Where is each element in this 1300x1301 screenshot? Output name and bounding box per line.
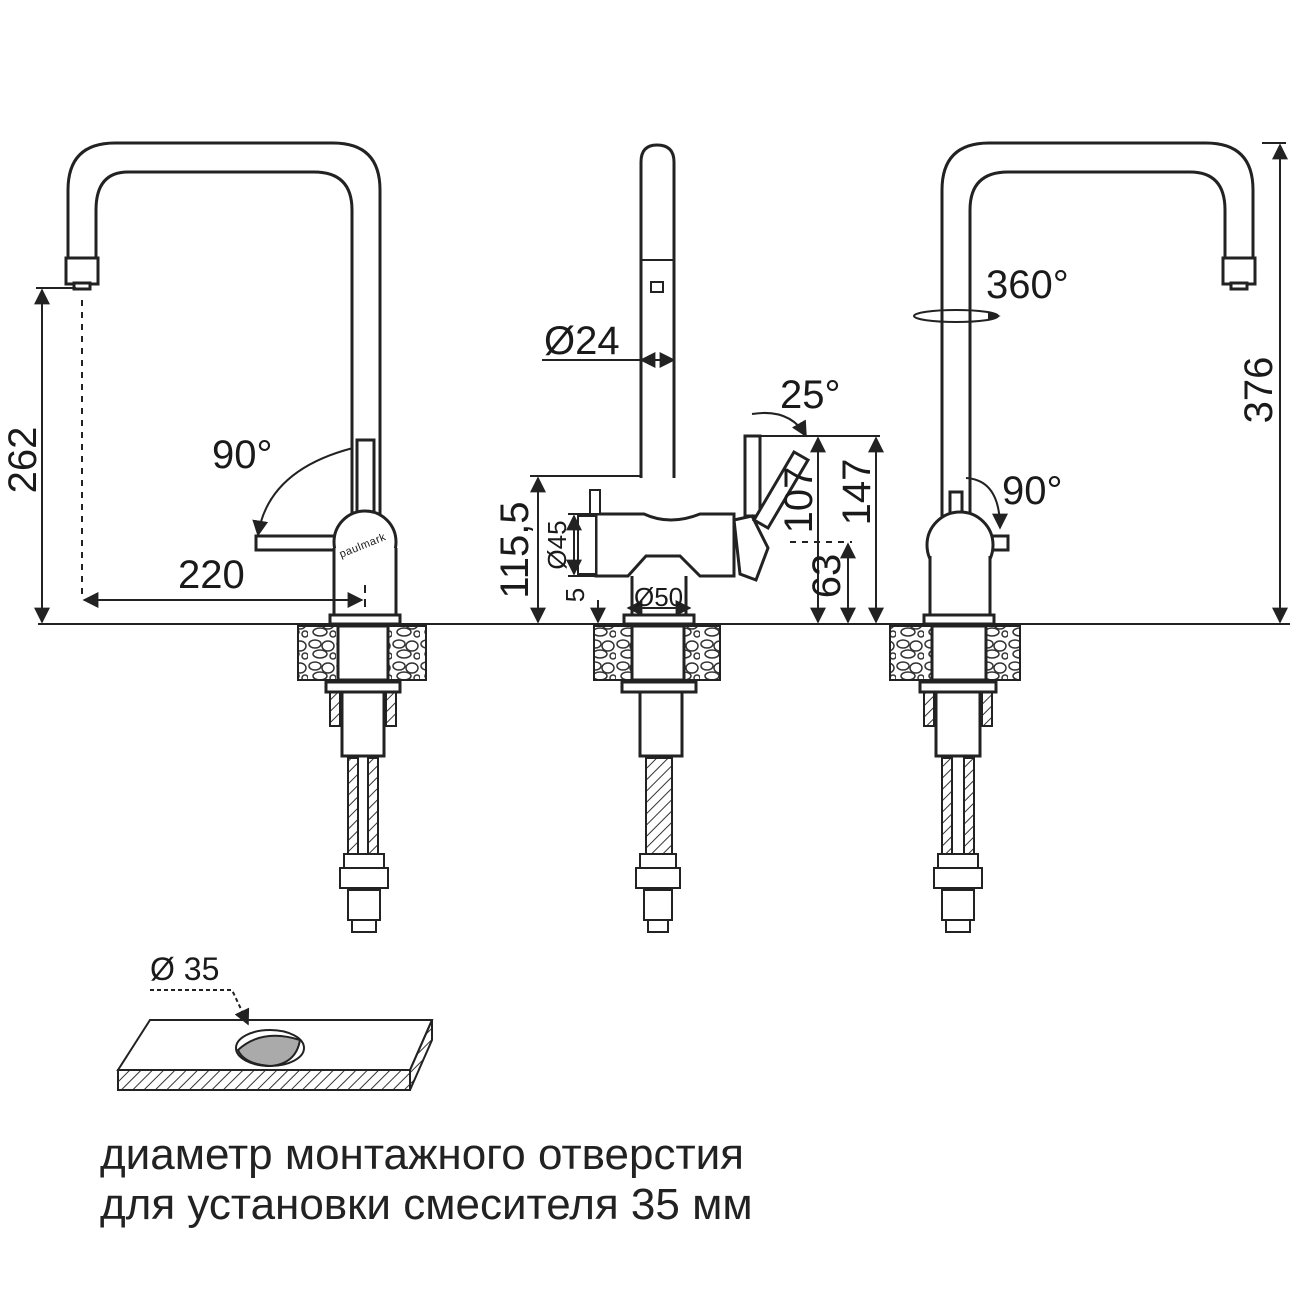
middle-view bbox=[577, 143, 811, 933]
dim-side-lever-height: 63 bbox=[805, 554, 849, 599]
base-ring bbox=[328, 613, 402, 626]
dim-spout-diameter: Ø24 bbox=[544, 319, 620, 363]
mounting-hole-detail bbox=[116, 989, 434, 1091]
faucet-body-front bbox=[594, 512, 736, 578]
dim-base-diameter: Ø50 bbox=[634, 582, 683, 612]
caption: диаметр монтажного отверстия для установ… bbox=[100, 1130, 753, 1230]
right-dimension-lines bbox=[913, 142, 1288, 624]
dim-lever-angle-left: 90° bbox=[212, 433, 273, 477]
dim-body-diameter: Ø45 bbox=[542, 520, 572, 569]
dim-spout-height: 262 bbox=[1, 427, 45, 494]
left-view bbox=[38, 141, 1290, 933]
middle-dimension-lines bbox=[530, 352, 884, 624]
lever-upright bbox=[355, 438, 376, 522]
spout-inner bbox=[94, 170, 354, 520]
lever-tilted bbox=[751, 449, 811, 531]
spout-outer bbox=[66, 141, 382, 520]
dim-lever-top-height: 147 bbox=[835, 459, 879, 526]
dim-base-gap: 5 bbox=[560, 588, 590, 602]
left-dimension-lines bbox=[34, 287, 364, 624]
caption-line-2: для установки смесителя 35 мм bbox=[100, 1180, 753, 1229]
spout-tip bbox=[72, 281, 92, 291]
dim-rotation: 360° bbox=[986, 263, 1069, 307]
lever-upright-front bbox=[743, 434, 762, 518]
dim-lever-tilt: 25° bbox=[780, 373, 841, 417]
hole-diameter-label: Ø 35 bbox=[150, 951, 219, 987]
lever-horizontal bbox=[254, 534, 342, 552]
dim-total-height: 376 bbox=[1237, 357, 1281, 424]
spout-front bbox=[639, 143, 676, 478]
dim-lever-height: 107 bbox=[777, 467, 821, 534]
spout-aerator bbox=[64, 256, 100, 286]
right-view bbox=[889, 141, 1257, 933]
dim-body-height: 115,5 bbox=[493, 501, 537, 598]
spout-inner-right bbox=[968, 170, 1227, 520]
spout-outer-right bbox=[940, 141, 1255, 520]
dim-spout-reach: 220 bbox=[178, 553, 245, 597]
dim-lever-angle-right: 90° bbox=[1002, 469, 1063, 513]
caption-line-1: диаметр монтажного отверстия bbox=[100, 1130, 744, 1179]
